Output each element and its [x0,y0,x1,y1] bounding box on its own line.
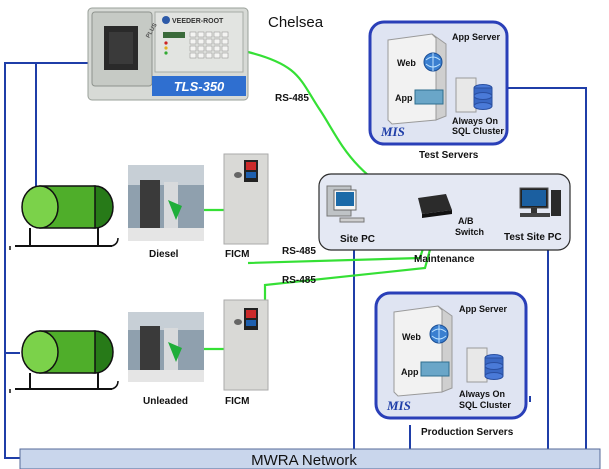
site-pc-label: Site PC [340,234,375,245]
prod-sql-label-1: Always On [459,389,505,399]
rs485-label-mid: RS-485 [282,246,316,257]
prod-app-label: App [401,367,419,377]
led-power-icon [164,51,168,55]
unleaded-pump-photo [128,312,204,382]
console-display [163,32,185,38]
left-trunk-lower-link [4,353,20,459]
prod-database-icon [484,354,504,380]
maintenance-group: Site PC A/B Switch Test Site PC [318,173,571,251]
test-servers-group: Web App App Server Always On SQL Cluster… [368,20,509,146]
production-servers-group: Web App App Server Always On SQL Cluster… [374,291,528,420]
test-app-server-label: App Server [452,32,501,42]
test-web-server-icon [387,33,437,125]
test-database-icon [473,84,493,110]
production-servers-caption: Production Servers [421,427,514,438]
ficm-bottom-unit [223,299,269,391]
rs485-label-top: RS-485 [275,93,309,104]
diesel-label: Diesel [149,249,179,260]
test-web-label: Web [397,58,416,68]
unleaded-label: Unleaded [143,396,188,407]
brand-logo-icon [162,16,170,24]
prod-app-server-label: App Server [459,304,508,314]
diesel-pump-photo [128,165,204,241]
test-sql-label-2: SQL Cluster [452,126,504,136]
test-sql-label-1: Always On [452,116,498,126]
rs485-label-low: RS-485 [282,275,316,286]
tls350-console: VEEDER-ROOT PLUS TLS-350 [87,7,249,101]
prod-mis-label: MIS [386,398,411,413]
site-pc-icon [326,185,365,223]
prod-web-server-icon [393,305,443,397]
printer-paper [109,32,133,64]
console-brand: VEEDER-ROOT [172,18,224,25]
prod-sql-label-2: SQL Cluster [459,400,511,410]
led-alarm-icon [164,41,168,45]
left-trunk-link [4,62,88,354]
test-app-label: App [395,93,413,103]
ficm-bottom-label: FICM [225,396,249,407]
console-model: TLS-350 [174,79,225,94]
unleaded-tank [9,330,119,393]
test-globe-lines [425,53,441,71]
test-mis-label: MIS [380,124,405,139]
ficm-top-unit [223,153,269,245]
mwra-network-bar [19,448,601,469]
test-servers-caption: Test Servers [419,150,479,161]
prod-globe-lines [431,325,447,343]
led-warning-icon [164,46,168,50]
mwra-network-label: MWRA Network [251,452,357,469]
maintenance-caption: Maintenance [414,254,475,265]
test-site-pc-icon [519,187,561,217]
test-sql-server-icon [455,77,477,113]
switch-label-2: Switch [455,227,484,237]
test-app-screen-icon [414,89,444,105]
console-keypad [189,31,229,59]
prod-app-screen-icon [420,361,450,377]
diesel-tank [9,185,119,250]
console-title: Chelsea [268,14,324,31]
ab-switch-icon [418,194,452,218]
console-model-band [152,76,246,96]
ficm-top-label: FICM [225,249,249,260]
right-trunk-link [505,87,587,450]
prod-sql-server-icon [466,347,488,383]
test-site-pc-label: Test Site PC [504,232,562,243]
prod-web-label: Web [402,332,421,342]
switch-label-1: A/B [458,216,474,226]
